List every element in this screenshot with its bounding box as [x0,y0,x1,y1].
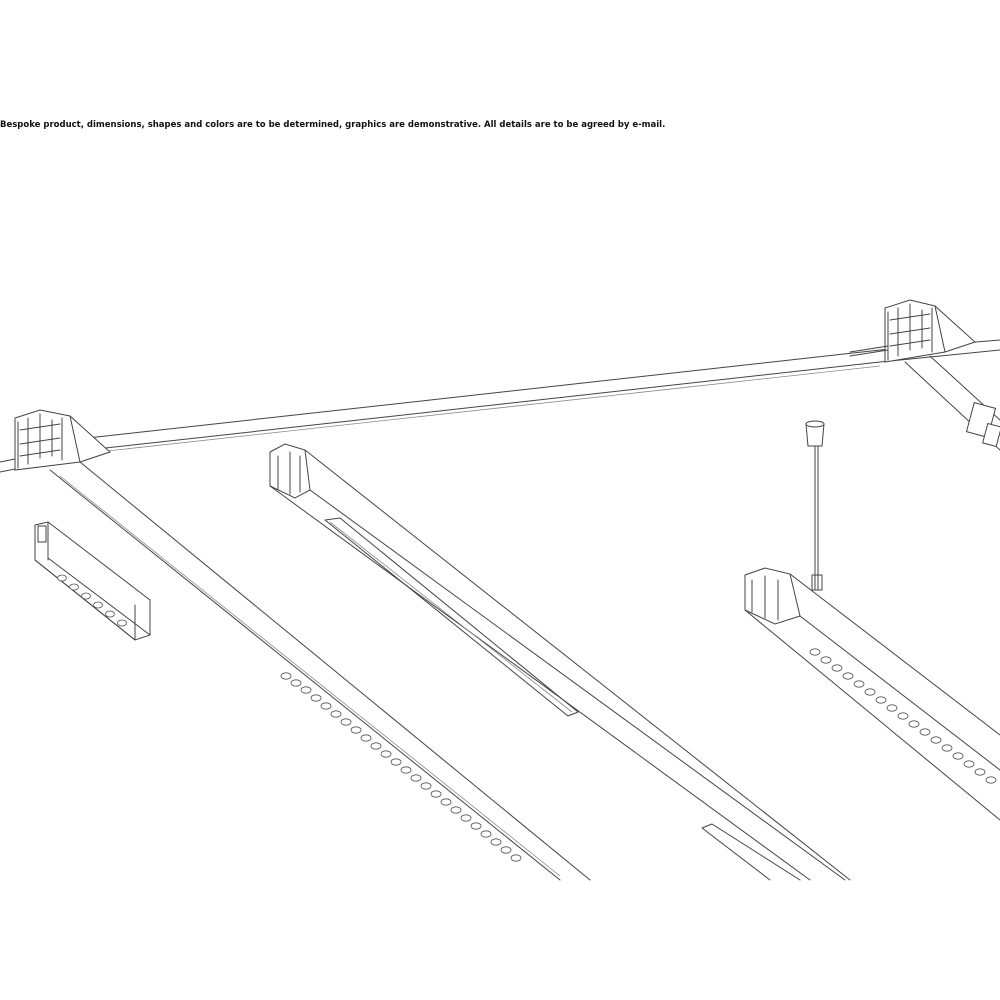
cross-track-rail [0,339,1000,473]
led-spot-row-pendant [809,648,997,784]
pendant-suspension [805,420,825,591]
disclaimer-text: Bespoke product, dimensions, shapes and … [0,120,666,130]
profile-end-block-left [14,409,111,471]
profile-end-block-right [849,299,976,363]
track-left-long [49,461,591,881]
track-right-diagonal [904,355,1000,451]
track-pendant [744,567,1000,821]
detached-spot-module [34,521,151,641]
led-spot-row-left [280,672,522,862]
track-middle [269,443,851,881]
